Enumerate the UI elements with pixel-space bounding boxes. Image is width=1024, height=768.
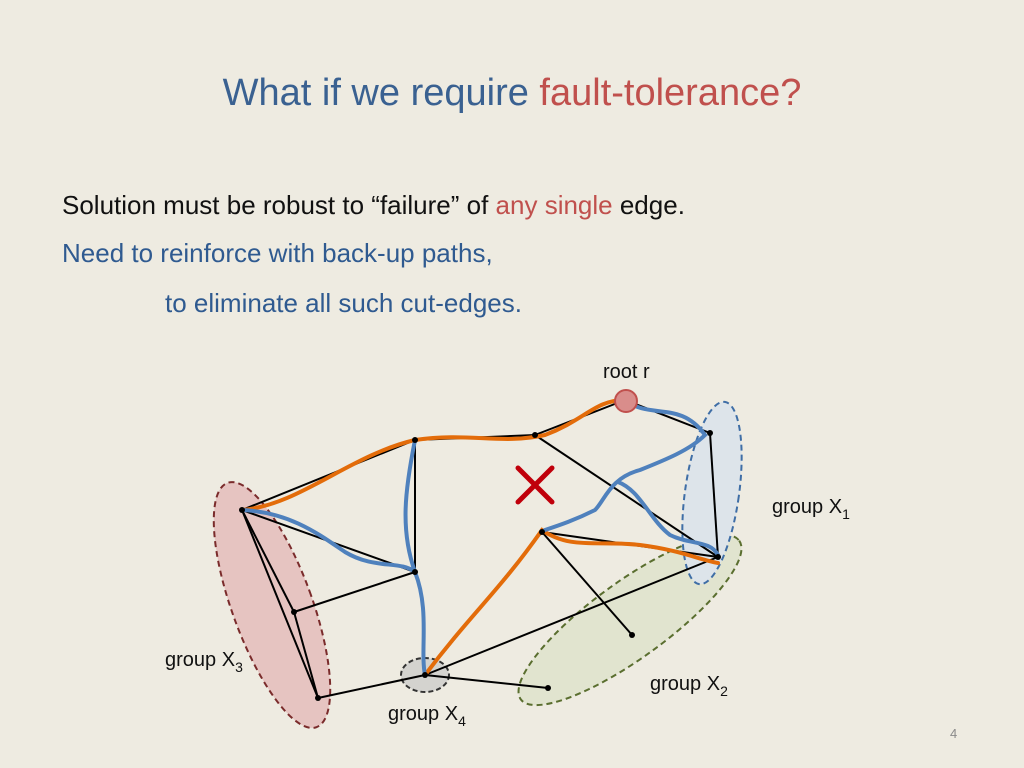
graph-nodes: [239, 430, 721, 701]
line1-text-b: edge.: [612, 190, 685, 220]
failure-x-icon: [515, 465, 555, 505]
bullet-line-1: Solution must be robust to “failure” of …: [62, 190, 685, 221]
group-x2-region: [517, 533, 743, 707]
root-label: root r: [603, 361, 650, 383]
bullet-line-3: to eliminate all such cut-edges.: [165, 288, 522, 318]
root-node: [614, 389, 638, 413]
line1-accent: any single: [495, 190, 613, 220]
group-x3-region: [212, 481, 332, 729]
title-main: What if we require: [222, 72, 540, 114]
slide-title: What if we require fault-tolerance?: [0, 72, 1024, 115]
group-x2-label: group X2: [650, 673, 728, 699]
title-accent: fault-tolerance?: [539, 72, 802, 114]
orange-path: [240, 398, 720, 677]
group-x3-label: group X3: [165, 649, 243, 675]
blue-path: [240, 398, 720, 677]
group-x4-label: group X4: [388, 703, 466, 729]
line1-text-a: Solution must be robust to “failure” of: [62, 190, 496, 220]
group-x1-label: group X1: [772, 496, 850, 522]
group-x1-region: [681, 400, 743, 586]
bullet-line-2: Need to reinforce with back-up paths,: [62, 238, 493, 268]
page-number: 4: [950, 726, 958, 741]
